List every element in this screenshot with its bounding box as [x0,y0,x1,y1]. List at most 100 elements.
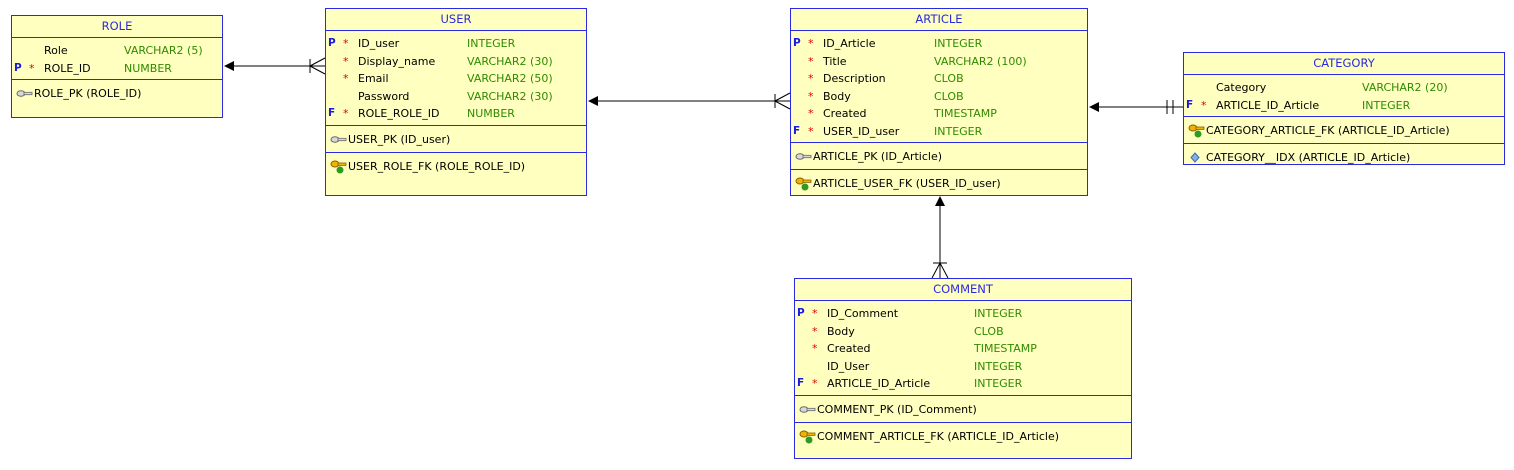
fk-row[interactable]: USER_ROLE_FK (ROLE_ROLE_ID) [326,157,586,176]
column-name: ROLE_ROLE_ID [358,107,440,120]
pk-flag: P [793,37,801,49]
column-type: INTEGER [974,359,1023,373]
required-marker: * [812,307,818,320]
fk-list: COMMENT_ARTICLE_FK (ARTICLE_ID_Article) [795,423,1131,449]
pk-row[interactable]: ARTICLE_PK (ID_Article) [791,147,1087,166]
entity-title: CATEGORY [1184,53,1504,75]
column-name: ID_user [358,37,400,50]
key-list: USER_PK (ID_user) [326,126,586,153]
fk-key-icon [330,160,347,173]
required-marker: * [343,54,349,68]
column-row[interactable]: * Display_name VARCHAR2 (30) [326,53,586,71]
column-type: NUMBER [124,61,172,75]
column-name: Body [823,89,851,103]
index-diamond-icon [1190,152,1200,163]
required-marker: * [29,61,35,75]
key-list: ROLE_PK (ROLE_ID) [12,80,222,106]
column-type: VARCHAR2 (20) [1362,81,1448,94]
fk-label: USER_ROLE_FK (ROLE_ROLE_ID) [348,159,526,173]
column-type: INTEGER [467,37,516,50]
column-name: Display_name [358,54,436,68]
pk-row[interactable]: ROLE_PK (ROLE_ID) [12,84,222,103]
column-name: Title [823,54,847,68]
required-marker: * [1201,98,1207,112]
pk-flag: P [14,61,22,74]
fk-row[interactable]: CATEGORY_ARTICLE_FK (ARTICLE_ID_Article) [1184,121,1504,140]
required-marker: * [812,324,818,338]
column-name: Email [358,72,389,85]
entity-title: ROLE [12,16,222,38]
pk-key-icon [330,135,347,143]
column-type: NUMBER [467,107,515,120]
key-list: COMMENT_PK (ID_Comment) [795,396,1131,423]
index-row[interactable]: CATEGORY__IDX (ARTICLE_ID_Article) [1184,148,1504,167]
entity-title: COMMENT [795,279,1131,301]
required-marker: * [808,72,814,85]
column-name: Created [827,342,871,355]
fk-row[interactable]: COMMENT_ARTICLE_FK (ARTICLE_ID_Article) [795,427,1131,446]
pk-row[interactable]: COMMENT_PK (ID_Comment) [795,400,1131,419]
column-type: INTEGER [934,124,983,138]
fk-list: ARTICLE_USER_FK (USER_ID_user) [791,170,1087,196]
relationship-comment-article [931,196,949,279]
required-marker: * [812,342,818,355]
fk-flag: F [793,124,801,137]
pk-key-icon [16,90,33,97]
column-row[interactable]: Password VARCHAR2 (30) [326,88,586,106]
fk-label: ARTICLE_USER_FK (USER_ID_user) [813,177,1001,190]
required-marker: * [812,377,818,390]
relationship-user-role [224,57,326,75]
index-list: CATEGORY__IDX (ARTICLE_ID_Article) [1184,144,1504,170]
column-type: VARCHAR2 (30) [467,54,553,68]
key-list: ARTICLE_PK (ID_Article) [791,143,1087,170]
key-label: COMMENT_PK (ID_Comment) [817,402,977,416]
column-type: VARCHAR2 (30) [467,89,553,103]
column-type: CLOB [934,89,964,103]
fk-key-icon [795,177,812,191]
fk-label: CATEGORY_ARTICLE_FK (ARTICLE_ID_Article) [1206,124,1450,137]
required-marker: * [343,72,349,85]
entity-title: ARTICLE [791,9,1087,31]
required-marker: * [808,54,814,68]
column-type: CLOB [934,72,964,85]
fk-key-icon [1188,124,1205,138]
pk-flag: P [328,37,336,49]
required-marker: * [343,107,349,120]
fk-row[interactable]: ARTICLE_USER_FK (USER_ID_user) [791,174,1087,193]
column-name: ID_Article [823,37,876,50]
key-label: ARTICLE_PK (ID_Article) [813,150,943,163]
column-name: Created [823,107,867,120]
required-marker: * [343,37,349,50]
column-name: Password [358,89,410,103]
fk-key-icon [799,430,816,443]
column-row[interactable]: P * ID_user INTEGER [326,35,586,53]
column-name: ARTICLE_ID_Article [827,377,931,390]
pk-row[interactable]: USER_PK (ID_user) [326,130,586,149]
